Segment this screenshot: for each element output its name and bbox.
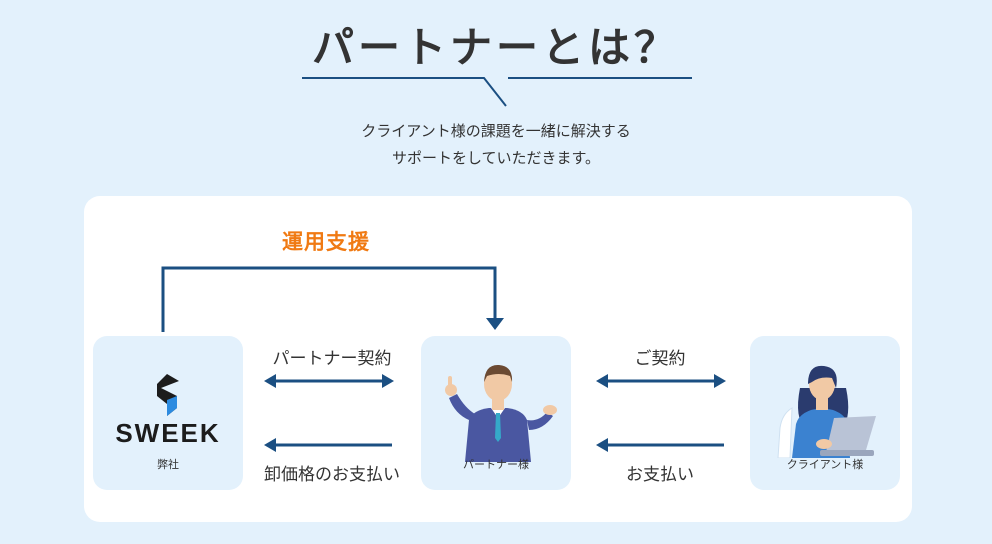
node-us: SWEEK 弊社 xyxy=(93,336,243,490)
node-client: クライアント様 xyxy=(750,336,900,490)
node-client-label: クライアント様 xyxy=(786,458,864,471)
woman-laptop-icon xyxy=(777,365,876,458)
businessman-icon xyxy=(445,364,557,462)
svg-text:SWEEK: SWEEK xyxy=(115,418,220,448)
lead-line-2: サポートをしていただきます。 xyxy=(391,149,601,167)
node-partner-label: パートナー様 xyxy=(463,458,529,471)
node-us-label: 弊社 xyxy=(157,458,179,471)
wholesale-payment-label: 卸価格のお支払い xyxy=(264,465,400,485)
partner-contract-label: パートナー契約 xyxy=(272,349,392,369)
node-partner: パートナー様 xyxy=(421,336,571,490)
support-label: 運用支援 xyxy=(282,230,370,254)
lead-line-1: クライアント様の課題を一緒に解決する xyxy=(361,122,631,140)
title-underline xyxy=(302,77,692,107)
wholesale-payment-arrow xyxy=(264,438,392,452)
payment-arrow xyxy=(596,438,724,452)
partner-contract-arrow xyxy=(264,374,394,388)
page-title: パートナーとは？ xyxy=(311,23,680,72)
lead-text: クライアント様の課題を一緒に解決する サポートをしていただきます。 xyxy=(0,118,992,172)
contract-label: ご契約 xyxy=(634,349,686,369)
payment-label: お支払い xyxy=(626,465,694,485)
contract-arrow xyxy=(596,374,726,388)
support-connector-arrow xyxy=(161,266,504,332)
sweek-logo-icon: SWEEK xyxy=(115,374,220,448)
